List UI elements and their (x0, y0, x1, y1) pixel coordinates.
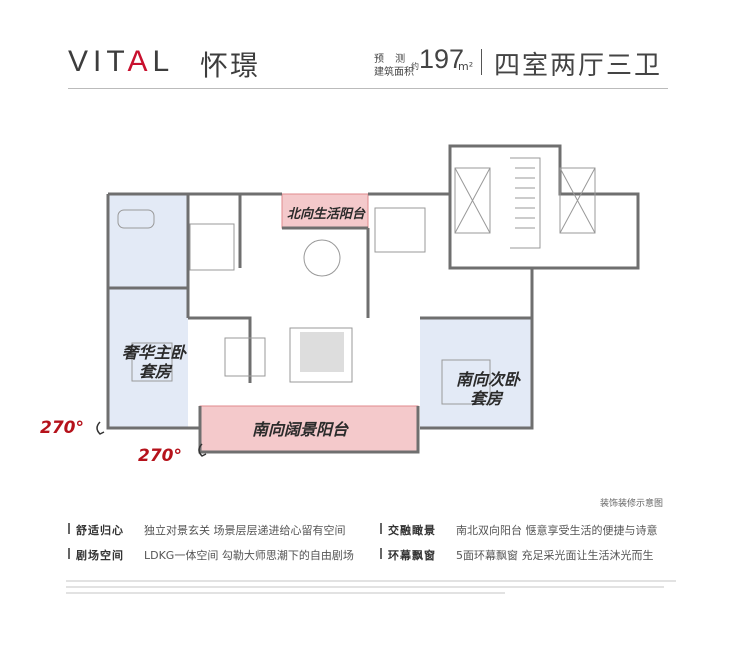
area-unit: m² (458, 60, 474, 73)
floor-plan (96, 144, 640, 457)
area-prefix-top: 预 测 (374, 54, 410, 65)
rotation-arrow-icon (96, 421, 105, 435)
walls (106, 144, 640, 454)
feature-marker (68, 548, 70, 559)
south-balcony-callout: 南向阔景阳台 (252, 420, 349, 439)
feature-text: 独立对景玄关 场景层层递进给心留有空间 (144, 524, 346, 537)
north-balcony-callout: 北向生活阳台 (287, 207, 366, 222)
area-prefix-approx: 约 (411, 62, 419, 71)
north-balcony-zone (281, 193, 369, 229)
second-suite-callout-line1: 南向次卧 (456, 370, 521, 389)
master-suite-callout-line2: 套房 (139, 362, 172, 381)
decoration-notice: 装饰装修示意图 (600, 499, 664, 509)
header-divider (481, 49, 482, 75)
feature-title: 舒适归心 (76, 524, 124, 537)
feature-title: 剧场空间 (76, 549, 124, 562)
feature-text: 南北双向阳台 惬意享受生活的便捷与诗意 (456, 524, 658, 537)
feature-text: LDKG一体空间 勾勒大师思潮下的自由剧场 (144, 549, 354, 562)
fine-print (66, 576, 676, 598)
brand-logo: VITAL (68, 45, 175, 78)
header-rule (68, 88, 668, 89)
feature-marker (68, 523, 70, 534)
area-prefix-bottom: 建筑面积 (374, 67, 414, 78)
master-suite-zone (108, 194, 188, 427)
second-suite-callout-line2: 套房 (470, 389, 503, 408)
rotation-arrow-icon (198, 443, 207, 457)
master-suite-callout-line1: 奢华主卧 (122, 343, 187, 362)
second-suite-zone (420, 318, 532, 427)
rotation-label: 270° (138, 446, 182, 466)
layout-type: 四室两厅三卫 (494, 51, 663, 81)
area-value: 197 (419, 44, 465, 74)
feature-marker (380, 523, 382, 534)
feature-text: 5面环幕飘窗 充足采光面让生活沐光而生 (456, 549, 654, 562)
project-name: 怀璟 (200, 49, 261, 82)
rotation-label: 270° (40, 418, 84, 438)
feature-marker (380, 548, 382, 559)
feature-title: 交融瞰景 (388, 524, 436, 537)
feature-title: 环幕飘窗 (388, 549, 436, 562)
